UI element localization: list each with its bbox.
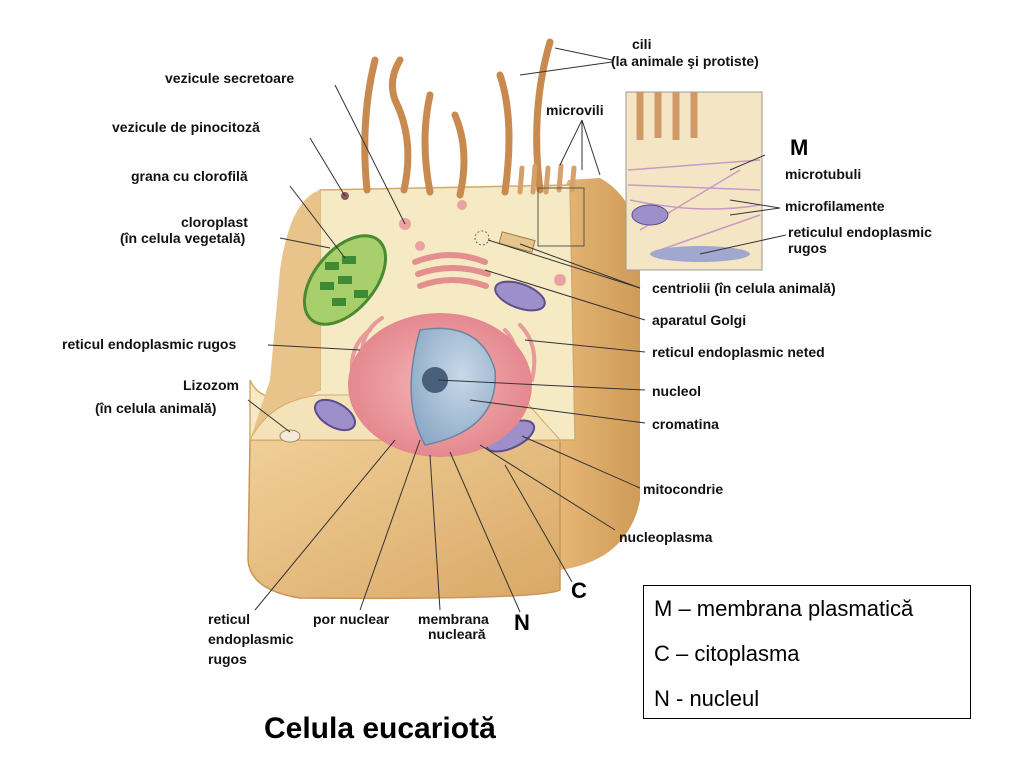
- membrane-inset: [537, 91, 763, 271]
- label-microtubuli: microtubuli: [785, 166, 862, 182]
- mitochondria: [314, 280, 546, 453]
- label-mitocondrie: mitocondrie: [643, 481, 724, 497]
- label-cili: cili: [632, 36, 652, 52]
- cilia: [361, 38, 554, 199]
- lysosome: [279, 429, 301, 443]
- label-grana: grana cu clorofilă: [131, 168, 248, 184]
- label-cromatina: cromatina: [652, 416, 719, 432]
- legend-item-n: N - nucleul: [654, 686, 760, 711]
- label-golgi: aparatul Golgi: [652, 312, 747, 328]
- label-reticul-neted: reticul endoplasmic neted: [652, 344, 825, 360]
- label-microfilamente: microfilamente: [785, 198, 885, 214]
- label-reticul-bottom-1: reticul: [208, 611, 251, 627]
- label-lizozom-note: (în celula animală): [95, 400, 217, 416]
- legend-item-c: C – citoplasma: [654, 641, 800, 666]
- label-cili-note: (la animale şi protiste): [611, 53, 759, 69]
- marker-m: M: [790, 135, 809, 160]
- legend-box: M – membrana plasmatică C – citoplasma N…: [643, 585, 971, 719]
- label-membrana-1: membrana: [418, 611, 489, 627]
- label-reticulul-rugos-inset-2: rugos: [788, 240, 827, 256]
- label-reticulul-rugos-inset-1: reticulul endoplasmic: [788, 224, 932, 240]
- nucleus: [348, 313, 532, 457]
- label-microvili: microvili: [546, 102, 604, 118]
- vesicles: [341, 192, 566, 286]
- chloroplast: [302, 234, 388, 326]
- legend-item-m: M – membrana plasmatică: [654, 596, 914, 621]
- label-nucleol: nucleol: [652, 383, 702, 399]
- golgi-apparatus: [412, 252, 491, 289]
- label-reticul-rugos-left: reticul endoplasmic rugos: [62, 336, 237, 352]
- label-vezicule-pinocitoza: vezicule de pinocitoză: [112, 119, 260, 135]
- label-centriolii: centriolii (în celula animală): [652, 280, 836, 296]
- label-vezicule-secretoare: vezicule secretoare: [165, 70, 295, 86]
- marker-c: C: [571, 578, 587, 603]
- leader-lines: [247, 47, 787, 613]
- label-lizozom: Lizozom: [183, 377, 239, 393]
- label-cloroplast-note: (în celula vegetală): [120, 230, 246, 246]
- marker-n: N: [514, 610, 530, 635]
- label-membrana-2: nucleară: [428, 626, 486, 642]
- label-reticul-bottom-2: endoplasmic: [208, 631, 294, 647]
- label-por-nuclear: por nuclear: [313, 611, 390, 627]
- label-cloroplast: cloroplast: [181, 214, 248, 230]
- label-nucleoplasma: nucleoplasma: [619, 529, 713, 545]
- label-reticul-bottom-3: rugos: [208, 651, 247, 667]
- diagram-title: Celula eucariotă: [264, 712, 496, 745]
- centrioles: [474, 230, 536, 253]
